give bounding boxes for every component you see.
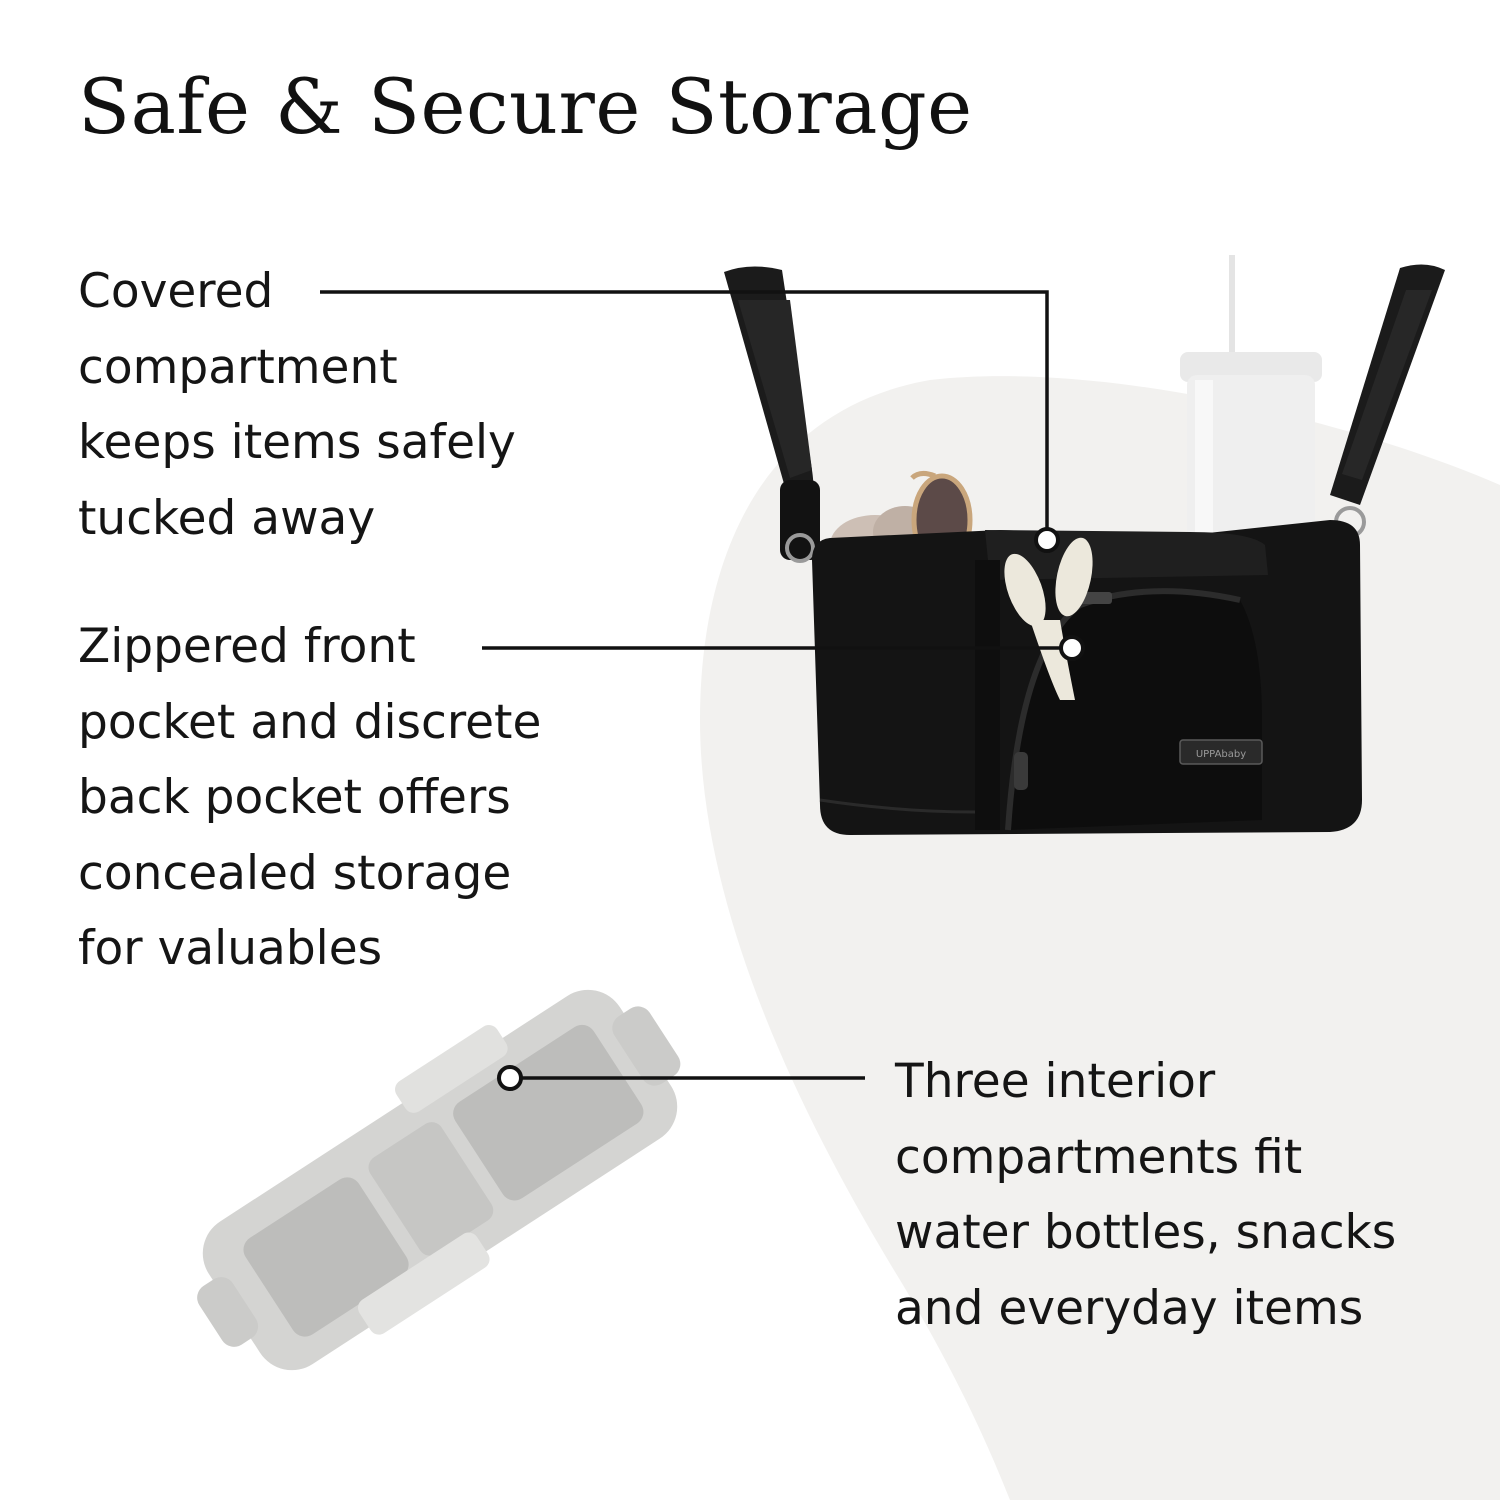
callout-line: for valuables bbox=[78, 921, 383, 976]
page-title: Safe & Secure Storage bbox=[78, 62, 973, 151]
callout-interior-compartments: Three interior compartments fit water bo… bbox=[895, 1044, 1396, 1346]
callout-line: Three interior bbox=[895, 1054, 1216, 1109]
callout-markers bbox=[497, 527, 1085, 1091]
callout-line: and everyday items bbox=[895, 1280, 1364, 1336]
callout-leaders bbox=[320, 290, 1072, 1080]
callout-zippered-pocket: Zippered front pocket and discrete back … bbox=[78, 609, 541, 987]
grey-organizer-photo bbox=[197, 989, 681, 1371]
brand-patch-label: UPPAbaby bbox=[1196, 749, 1246, 760]
callout-line: compartment bbox=[78, 339, 398, 395]
callout-line: pocket and discrete bbox=[78, 694, 542, 750]
callout-line: concealed storage bbox=[78, 845, 512, 901]
callout-line: tucked away bbox=[78, 490, 376, 546]
callout-line: Covered bbox=[78, 264, 274, 319]
black-organizer-photo: UPPAbaby bbox=[724, 255, 1445, 835]
callout-line: Zippered front bbox=[78, 619, 416, 674]
callout-line: keeps items safely bbox=[78, 415, 516, 470]
callout-line: back pocket offers bbox=[78, 770, 511, 825]
callout-line: compartments fit bbox=[895, 1129, 1303, 1185]
callout-line: water bottles, snacks bbox=[895, 1205, 1397, 1260]
callout-covered-compartment: Covered compartment keeps items safely t… bbox=[78, 254, 516, 556]
